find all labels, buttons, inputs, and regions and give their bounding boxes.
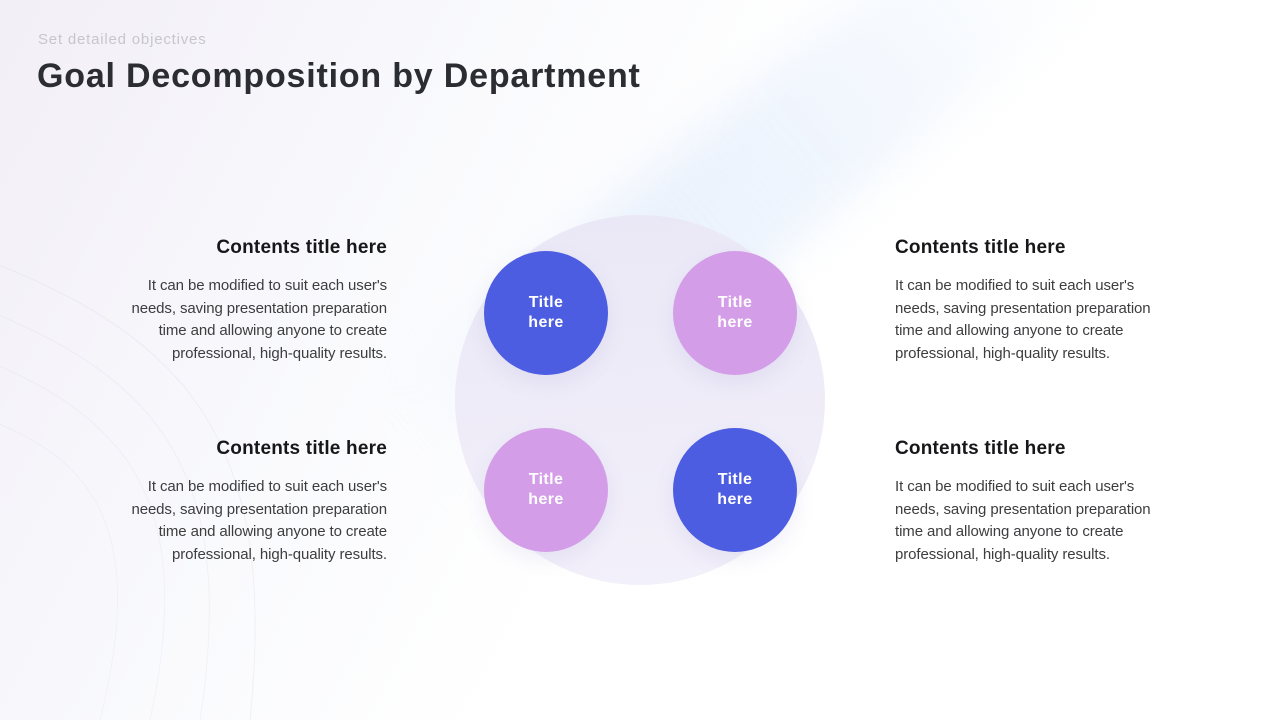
content-block-body: It can be modified to suit each user's n… — [131, 277, 387, 362]
page-title: Goal Decomposition by Department — [37, 57, 641, 95]
content-block-body: It can be modified to suit each user's n… — [131, 478, 387, 563]
dept-circle-label: Title here — [528, 471, 564, 508]
content-block-right-top: Contents title here It can be modified t… — [895, 236, 1187, 365]
dept-circle-top-right: Title here — [673, 251, 797, 375]
content-block-left-bottom: Contents title here It can be modified t… — [95, 437, 387, 566]
slide-kicker: Set detailed objectives — [38, 31, 207, 48]
content-block-body: It can be modified to suit each user's n… — [895, 478, 1151, 563]
dept-circle-bottom-right: Title here — [673, 428, 797, 552]
content-block-left-top: Contents title here It can be modified t… — [95, 236, 387, 365]
content-block-title: Contents title here — [216, 438, 387, 459]
content-block-body: It can be modified to suit each user's n… — [895, 277, 1151, 362]
content-block-right-bottom: Contents title here It can be modified t… — [895, 437, 1187, 566]
dept-circle-label: Title here — [717, 471, 753, 508]
content-block-title: Contents title here — [895, 438, 1066, 459]
content-block-title: Contents title here — [216, 237, 387, 258]
content-block-title: Contents title here — [895, 237, 1066, 258]
dept-circle-bottom-left: Title here — [484, 428, 608, 552]
dept-circle-top-left: Title here — [484, 251, 608, 375]
dept-circle-label: Title here — [528, 294, 564, 331]
dept-circle-label: Title here — [717, 294, 753, 331]
